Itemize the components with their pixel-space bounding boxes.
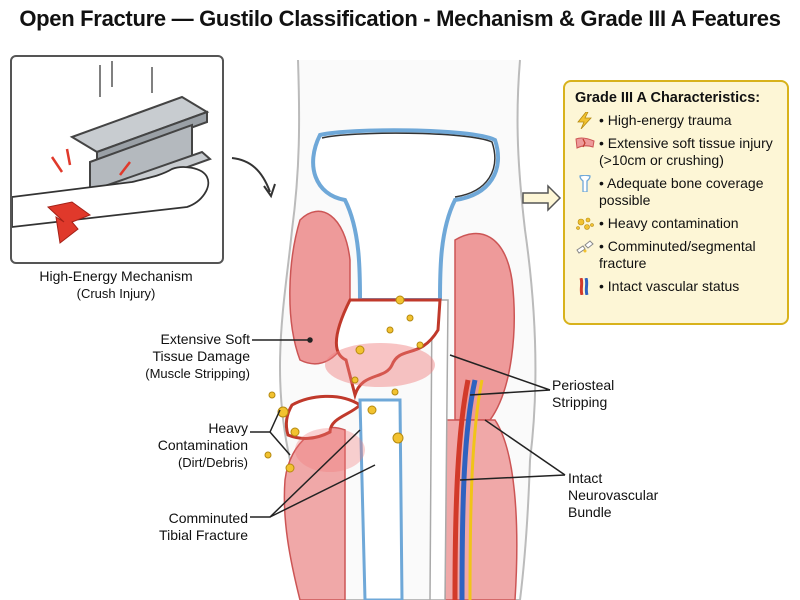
characteristic-item: High-energy trauma: [575, 112, 779, 129]
leg-to-box-arrow: [522, 184, 562, 212]
left-lower-muscle: [283, 426, 346, 600]
leader-lines: [250, 337, 566, 518]
characteristics-title: Grade III A Characteristics:: [575, 90, 761, 106]
bone-fragment: [284, 394, 363, 440]
neurovascular-callout: Intact Neurovascular Bundle: [568, 470, 659, 520]
right-muscle: [454, 232, 515, 421]
fibula: [429, 299, 449, 600]
bone-icon: [579, 175, 591, 192]
dirt-particles-icon: [576, 217, 594, 230]
artery: [452, 379, 471, 600]
lightning-icon: [577, 112, 592, 129]
characteristic-item: Adequate bone coverage possible: [575, 175, 779, 209]
debris-particles: [264, 295, 424, 473]
page-title: Open Fracture — Gustilo Classification -…: [19, 6, 781, 31]
mechanism-to-leg-arrow: [231, 157, 271, 193]
left-muscle: [289, 210, 351, 365]
characteristic-item: Comminuted/segmental fracture: [575, 238, 779, 272]
tibia-distal: [358, 398, 404, 600]
fragmented-bone-icon: [576, 240, 594, 254]
nerve: [468, 379, 484, 600]
vessels-icon: [579, 278, 589, 295]
torn-muscle-icon: [575, 137, 595, 149]
mechanism-label: High-Energy Mechanism (Crush Injury): [39, 268, 193, 301]
characteristic-item: Intact vascular status: [575, 278, 779, 295]
grade-3a-characteristics-panel: Grade III A Characteristics: High-energy…: [563, 80, 789, 325]
characteristic-item: Heavy contamination: [575, 215, 779, 232]
periosteal-callout: Periosteal Stripping: [552, 377, 615, 410]
characteristic-item: Extensive soft tissue injury (>10cm or c…: [575, 135, 779, 169]
vein: [459, 379, 478, 600]
crush-injury-icon: [11, 61, 212, 244]
contamination-callout: Heavy Contamination (Dirt/Debris): [157, 420, 248, 470]
comminuted-callout: Comminuted Tibial Fracture: [159, 510, 248, 543]
soft-tissue-callout: Extensive Soft Tissue Damage (Muscle Str…: [145, 331, 250, 381]
tibia-proximal: [311, 128, 501, 302]
mechanism-panel: [10, 55, 224, 264]
